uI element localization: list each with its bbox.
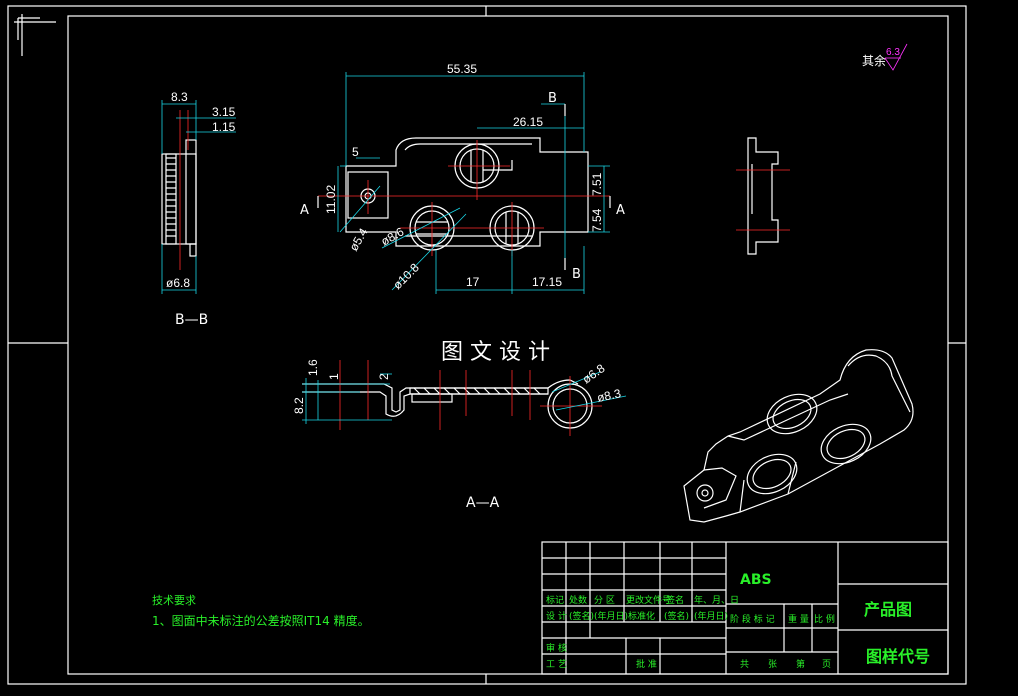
dim-55-35: 55.35 [447, 62, 477, 76]
dim-dia-10-8: ø10.8 [390, 260, 422, 292]
dim-aa-1-6: 1.6 [306, 359, 320, 376]
tb-number: 第 [796, 658, 805, 670]
tb-row1-c6: 年、月、日 [694, 594, 739, 606]
tb-row2-c4: 标准化 [628, 610, 655, 622]
tb-total: 共 [740, 659, 749, 670]
dim-26-15: 26.15 [513, 115, 543, 129]
tb-weight: 重 量 [788, 613, 809, 625]
dim-bb-8-3: 8.3 [171, 90, 188, 104]
tb-scale: 比 例 [814, 613, 835, 625]
section-mark-b-top: B [548, 91, 557, 106]
tb-row1-c5: 签名 [666, 594, 684, 606]
section-bb-view: 8.3 3.15 1.15 ø6.8 B—B [161, 90, 236, 328]
dim-17-15: 17.15 [532, 275, 562, 289]
dim-5: 5 [352, 145, 359, 159]
tb-row1-c3: 分 区 [594, 595, 615, 606]
dim-aa-2: 2 [377, 373, 391, 380]
notes-title: 技术要求 [152, 594, 196, 607]
dim-17: 17 [466, 275, 480, 289]
side-view [736, 137, 790, 255]
dim-aa-1: 1 [327, 373, 341, 380]
title-block: ABS 产品图 图样代号 标记 处数 分 区 更改文件号 签名 年、月、日 设 … [541, 541, 949, 675]
tb-process: 工 艺 [546, 659, 567, 670]
roughness-label: 其余 [862, 53, 886, 68]
tb-row1-c1: 标记 [546, 594, 564, 606]
section-aa-view: 1.6 1 2 8.2 ø6.8 ø8.3 A—A [292, 359, 627, 511]
section-aa-label: A—A [466, 495, 500, 511]
section-mark-a-right: A [616, 203, 625, 218]
roughness-value: 6.3 [886, 47, 900, 58]
tb-material: ABS [740, 572, 772, 588]
notes-line-1: 1、图面中未标注的公差按照IT14 精度。 [152, 613, 370, 628]
dim-bb-1-15: 1.15 [212, 120, 236, 134]
tb-row2-c6: (年月日) [694, 610, 728, 622]
tb-code: 图样代号 [866, 647, 930, 666]
tb-sheets: 张 [768, 659, 777, 670]
watermark-text: 图 文 设 计 [441, 340, 550, 365]
tb-review: 审 核 [546, 642, 567, 654]
roughness-symbol: 其余 6.3 [862, 43, 908, 71]
dim-bb-dia-6-8: ø6.8 [166, 276, 190, 290]
tb-row1-c2: 处数 [569, 594, 587, 606]
dim-bb-3-15: 3.15 [212, 105, 236, 119]
dim-aa-dia-6-8: ø6.8 [580, 361, 608, 386]
dim-7-51: 7.51 [590, 172, 604, 196]
tb-name: 产品图 [864, 600, 912, 619]
sheet-border [7, 5, 967, 685]
section-mark-b-bottom: B [572, 267, 581, 282]
tb-row1-c4: 更改文件号 [626, 594, 671, 606]
section-mark-a-left: A [300, 203, 309, 218]
tb-row2-c5: (签名) [664, 610, 689, 622]
dim-aa-8-2: 8.2 [292, 397, 306, 414]
dim-7-54: 7.54 [590, 208, 604, 232]
tb-approve: 批 准 [636, 658, 657, 670]
dim-11-02: 11.02 [324, 185, 338, 214]
tb-page: 页 [822, 659, 831, 670]
tb-row2-c3: (年月日) [594, 610, 628, 622]
top-view: 55.35 26.15 5 11.02 7.51 7.54 ø5.4 ø8.6 … [300, 62, 625, 294]
dim-aa-dia-8-3: ø8.3 [596, 386, 623, 405]
dim-dia-5-4: ø5.4 [346, 225, 370, 253]
tb-row2-c1: 设 计 [546, 610, 567, 622]
tb-stage: 阶 段 标 记 [730, 613, 775, 625]
isometric-view [683, 349, 914, 523]
section-bb-label: B—B [175, 312, 208, 328]
technical-notes: 技术要求 1、图面中未标注的公差按照IT14 精度。 [152, 594, 370, 628]
tb-row2-c2: (签名) [569, 610, 594, 622]
